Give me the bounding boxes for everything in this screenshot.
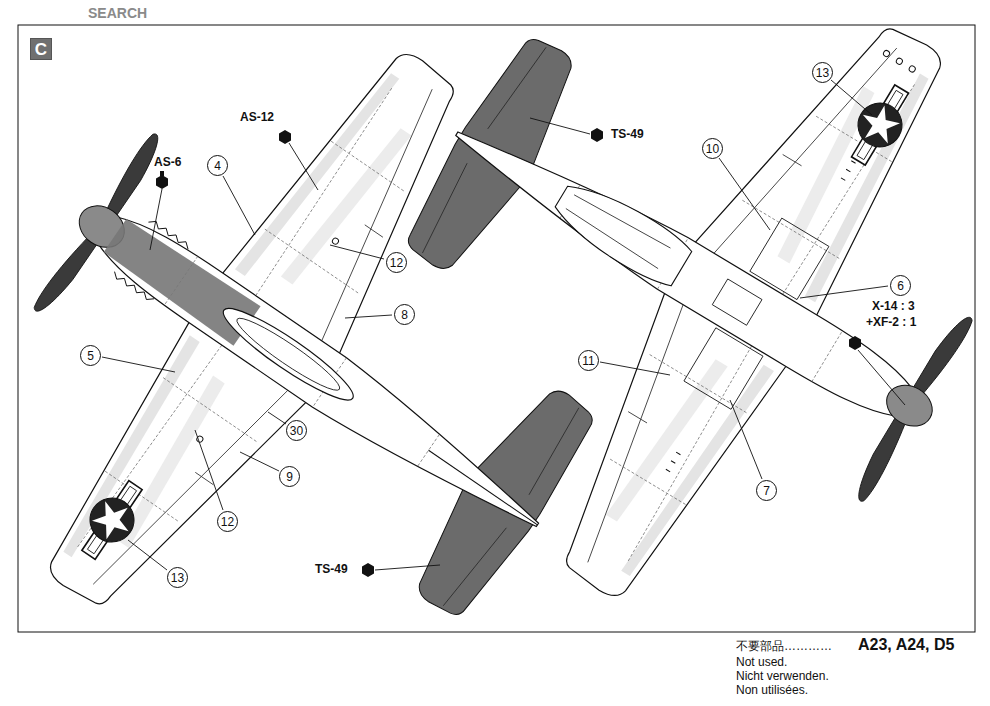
paint-mix: +XF-2 : 1 xyxy=(866,316,916,330)
leader-line xyxy=(240,452,279,471)
callout-text: 7 xyxy=(763,485,770,497)
national-insignia xyxy=(70,78,920,567)
callout-number: 4 xyxy=(207,155,228,176)
callout-number: 12 xyxy=(217,511,238,532)
leader-line xyxy=(600,362,670,375)
leader-line xyxy=(730,400,762,479)
paint-symbol xyxy=(362,563,374,577)
callout-text: 12 xyxy=(221,516,234,528)
bottom-view-aircraft xyxy=(548,174,696,292)
top-view-aircraft xyxy=(331,237,339,245)
note-text: Nicht verwenden. xyxy=(736,670,829,684)
note-text: Non utilisées. xyxy=(736,684,808,698)
top-view-aircraft xyxy=(0,0,717,706)
leader-line xyxy=(128,540,167,570)
bottom-view-aircraft xyxy=(712,279,762,325)
callout-number: 11 xyxy=(578,350,599,371)
leader-line xyxy=(345,315,392,318)
paint-code: AS-12 xyxy=(240,111,274,125)
callout-text: 5 xyxy=(87,350,94,362)
callout-number: 6 xyxy=(890,275,911,296)
leader-line xyxy=(102,80,905,570)
part-number: A23, A24, D5 xyxy=(858,636,954,654)
paint-symbol xyxy=(591,128,603,142)
leader-line xyxy=(268,412,286,424)
callout-text: 30 xyxy=(290,425,303,437)
paint-code: AS-6 xyxy=(154,156,181,170)
callout-number: 7 xyxy=(756,480,777,501)
leader-line xyxy=(719,158,770,230)
top-view-aircraft xyxy=(429,450,538,525)
bottom-view-aircraft xyxy=(666,161,856,472)
paint-symbol xyxy=(156,175,168,189)
note-text: 不要部品………… xyxy=(736,640,832,654)
leader-line xyxy=(375,565,440,570)
bottom-view-aircraft xyxy=(750,218,829,299)
paint-code: TS-49 xyxy=(315,563,348,577)
leader-line xyxy=(530,118,590,134)
top-view-aircraft xyxy=(0,0,717,706)
bottom-view-aircraft xyxy=(293,0,990,691)
paint-symbol xyxy=(849,336,861,350)
bottom-view-aircraft xyxy=(882,49,890,57)
national-insignia xyxy=(840,78,921,173)
bottom-view-aircraft xyxy=(564,191,671,268)
paint-symbol xyxy=(160,171,164,176)
watermark: SEARCH xyxy=(88,5,147,21)
leader-line xyxy=(150,189,162,250)
top-view-aircraft xyxy=(231,311,345,398)
leader-line xyxy=(102,357,175,372)
callout-number: 13 xyxy=(812,62,833,83)
callout-number: 10 xyxy=(702,138,723,159)
section-letter: C xyxy=(30,38,52,60)
bottom-view-aircraft xyxy=(293,0,990,691)
callout-text: 11 xyxy=(582,355,594,367)
callout-text: 9 xyxy=(286,471,293,483)
paint-code: TS-49 xyxy=(611,128,644,142)
callout-text: 12 xyxy=(390,257,403,269)
bottom-view-aircraft xyxy=(908,65,916,73)
paint-mix: X-14 : 3 xyxy=(872,300,915,314)
paint-symbol xyxy=(279,130,291,144)
callout-number: 12 xyxy=(386,252,407,273)
bottom-view-aircraft xyxy=(895,57,903,65)
note-text: Not used. xyxy=(736,656,787,670)
national-insignia xyxy=(70,473,153,567)
callout-number: 13 xyxy=(167,567,188,588)
leader-line xyxy=(223,176,255,235)
callout-number: 30 xyxy=(286,420,307,441)
leader-line xyxy=(800,286,888,298)
leader-line xyxy=(330,245,384,259)
leader-line xyxy=(289,143,318,190)
leader-line xyxy=(195,430,223,510)
leader-line xyxy=(858,350,905,405)
section-letter-text: C xyxy=(35,41,47,58)
callout-number: 5 xyxy=(80,345,101,366)
bottom-view-aircraft xyxy=(684,328,763,409)
leader-line xyxy=(831,80,872,115)
callout-number: 8 xyxy=(394,304,415,325)
callout-text: 10 xyxy=(706,143,719,155)
top-view-aircraft xyxy=(215,298,361,411)
paint-symbol xyxy=(156,128,861,577)
callout-text: 8 xyxy=(401,309,408,321)
callout-number: 9 xyxy=(279,466,300,487)
callout-text: 4 xyxy=(214,160,221,172)
top-view-aircraft xyxy=(112,218,191,303)
callout-text: 6 xyxy=(897,280,904,292)
callout-text: 13 xyxy=(171,572,184,584)
callout-text: 13 xyxy=(816,67,829,79)
